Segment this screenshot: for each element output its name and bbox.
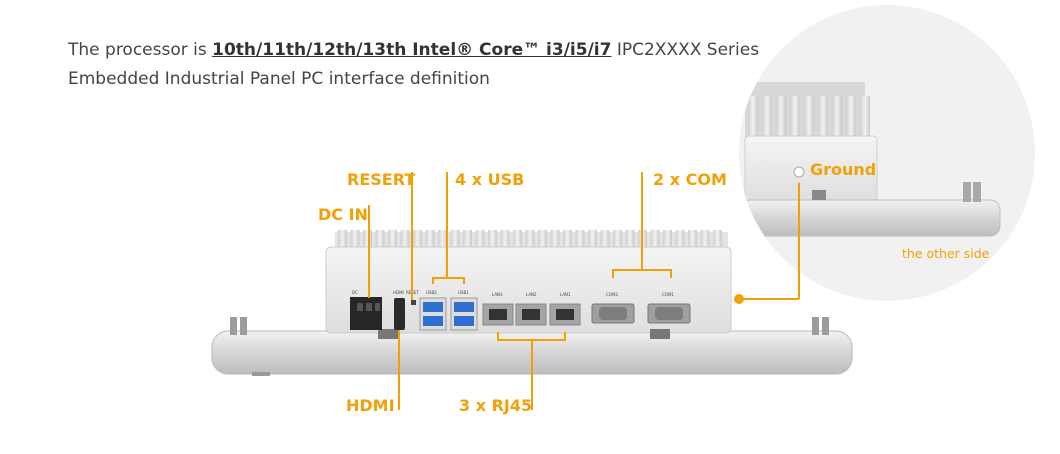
heatsink-fin — [513, 230, 522, 255]
inset-fins — [748, 96, 870, 140]
lan1-port-label: LAN1 — [560, 292, 571, 297]
heatsink-fin — [776, 96, 786, 140]
heatsink-fin — [663, 230, 672, 255]
header-line-2: Embedded Industrial Panel PC interface d… — [68, 69, 490, 89]
heatsink-fin — [338, 230, 347, 255]
heatsink-fin — [388, 230, 397, 255]
com1-port-label: COM1 — [662, 292, 674, 297]
heatsink-fin — [600, 230, 610, 255]
heatsink-fin — [525, 230, 535, 255]
header-processor: 10th/11th/12th/13th Intel® Core™ i3/i5/i… — [212, 40, 612, 60]
heatsink-fin — [846, 96, 856, 140]
label-hdmi: HDMI — [346, 396, 395, 415]
mount-screws — [230, 317, 829, 335]
dc-in-port: DC — [350, 290, 382, 330]
lan3-port: LAN3 — [482, 292, 514, 326]
heatsink-fin — [588, 230, 597, 255]
lan2-port-label: LAN2 — [526, 292, 537, 297]
header-prefix: The processor is — [68, 40, 213, 60]
usb-port-group-2: USB2 — [419, 290, 447, 331]
label-other-side: the other side — [902, 246, 990, 261]
heatsink-fin — [625, 230, 635, 255]
label-usb: 4 x USB — [455, 170, 525, 189]
usb1-port-label: USB1 — [458, 290, 469, 295]
hdmi-port-label: HDMI — [393, 290, 404, 295]
heatsink-fin — [400, 230, 410, 255]
label-ground: Ground — [810, 160, 877, 179]
heatsink-fin — [748, 96, 758, 140]
connector-dot — [734, 294, 744, 304]
heatsink-fin — [563, 230, 572, 255]
lan1-port: LAN1 — [549, 292, 581, 326]
heatsink-fin — [713, 230, 722, 255]
dc-port-label: DC — [352, 290, 358, 295]
heatsink-fin — [804, 96, 814, 140]
com1-port: COM1 — [647, 292, 691, 324]
header-line-1: The processor is 10th/11th/12th/13th Int… — [68, 40, 759, 60]
label-com: 2 x COM — [653, 170, 727, 189]
heatsink-fin — [500, 230, 510, 255]
lan3-port-label: LAN3 — [492, 292, 503, 297]
com2-port: COM2 — [591, 292, 635, 324]
inset-bezel — [739, 199, 1001, 237]
heatsink-fin — [413, 230, 422, 255]
heatsink-fin — [463, 230, 472, 255]
heatsink-fin — [475, 230, 485, 255]
heatsink-fin — [613, 230, 622, 255]
heatsink-fin — [350, 230, 360, 255]
heatsink-fin — [700, 230, 710, 255]
heatsink-fin — [450, 230, 460, 255]
heatsink-fin — [488, 230, 497, 255]
com2-port-label: COM2 — [606, 292, 618, 297]
heatsink-fin — [675, 230, 685, 255]
heatsink-fin — [438, 230, 447, 255]
header-series: IPC2XXXX Series — [611, 40, 760, 60]
heatsink-fin — [538, 230, 547, 255]
other-side-inset — [739, 5, 1035, 301]
heatsink-fin — [860, 96, 870, 140]
usb2-port-label: USB2 — [426, 290, 437, 295]
heatsink-fin — [650, 230, 660, 255]
heatsink-fin — [790, 96, 800, 140]
heatsink-fin — [762, 96, 772, 140]
usb-port-group-1: USB1 — [450, 290, 478, 331]
ground-screw-icon — [793, 166, 805, 178]
heatsink-fin — [832, 96, 842, 140]
hdmi-port: HDMI — [393, 290, 405, 330]
lan2-port: LAN2 — [515, 292, 547, 326]
heatsink-fin — [575, 230, 585, 255]
heatsink-fin — [425, 230, 435, 255]
heatsink-fin — [550, 230, 560, 255]
label-rj45: 3 x RJ45 — [459, 396, 533, 415]
heatsink-fin — [375, 230, 385, 255]
heatsink-fin — [688, 230, 697, 255]
label-dc-in: DC IN — [318, 205, 368, 224]
heatsink-fin — [818, 96, 828, 140]
label-resert: RESERT — [347, 170, 416, 189]
leader-lines — [368, 172, 672, 410]
heatsink-fin — [363, 230, 372, 255]
